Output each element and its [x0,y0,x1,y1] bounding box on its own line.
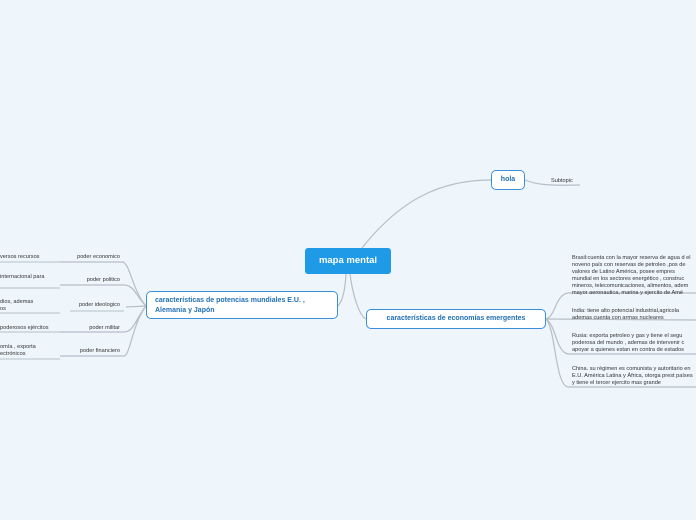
topic-economias-emergentes[interactable]: características de economías emergentes [366,309,546,329]
left-item-poder-financiero[interactable]: poder financiero [79,348,120,354]
connector-right-2 [545,318,696,321]
connector-left-3 [125,305,147,308]
connector-central-right [349,273,367,320]
left-detail-economico[interactable]: versos recursos [0,254,40,260]
left-item-poder-economico[interactable]: poder economico [77,254,120,260]
subtopic-hola[interactable]: Subtopic [551,178,573,184]
connector-central-left [337,273,347,307]
connector-left-2 [60,284,147,307]
left-detail-politico[interactable]: internacional para [0,274,45,280]
left-detail-militar[interactable]: poderosos ejércitos [0,325,49,331]
connector-right-1 [545,292,696,320]
left-item-poder-politico[interactable]: poder politico [86,277,120,283]
connector-left-1 [60,261,147,307]
central-topic[interactable]: mapa mental [305,248,391,274]
left-item-poder-ideologico[interactable]: poder ideologico [78,302,120,308]
topic-hola[interactable]: hola [491,170,525,190]
right-item-india[interactable]: India: tiene alto potencial industrial,a… [572,308,679,321]
connector-hola-subtopic [524,179,581,186]
connector-left-5 [60,305,147,357]
left-item-poder-militar[interactable]: poder militar [89,325,120,331]
connector-right-3 [545,318,696,355]
right-item-rusia[interactable]: Rusia: exporta petroleo y gas y tiene el… [572,333,685,353]
right-item-china[interactable]: China. su régimen es comunista y autorit… [572,366,693,386]
connector-central-hola [361,179,492,249]
topic-potencias-mundiales[interactable]: características de potencias mundiales E… [146,291,338,319]
connector-right-4 [545,318,696,388]
left-detail-ideologico[interactable]: dios, ademas os [0,299,34,312]
right-item-brasil[interactable]: Brasil:cuenta con la mayor reserva de ag… [572,255,691,295]
left-detail-financiero[interactable]: omía , exporta ectrónicos [0,344,36,357]
